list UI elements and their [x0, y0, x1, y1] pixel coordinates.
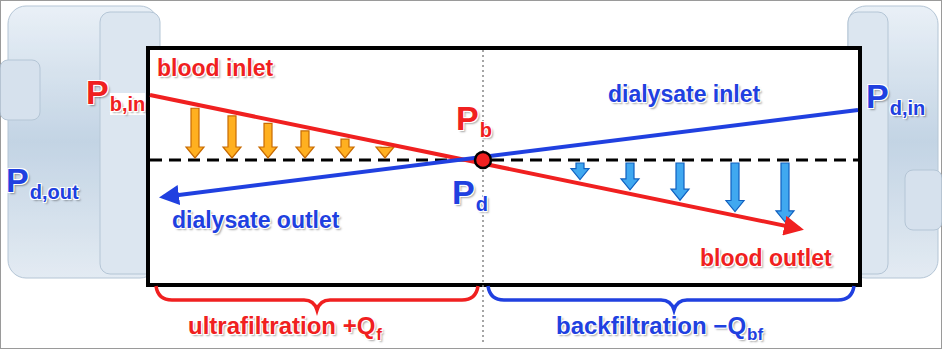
flow-arrow: [186, 108, 204, 158]
flow-arrow: [336, 139, 354, 158]
flow-arrow: [223, 116, 241, 158]
pressure-symbol: P: [456, 100, 479, 137]
pressure-subscript: d,in: [890, 97, 926, 119]
ultrafiltration-brace: [156, 286, 478, 310]
pressure-subscript: b: [480, 119, 492, 141]
pressure-subscript: d: [476, 193, 488, 215]
pressure-subscript: d,out: [30, 181, 79, 203]
membrane-line: [150, 159, 858, 162]
backfiltration-brace: [488, 286, 854, 310]
crossover-point: [475, 152, 491, 168]
flow-arrow: [296, 131, 314, 158]
right-end-cap: [848, 6, 942, 278]
flow-arrow: [259, 123, 277, 158]
flow-subscript: f: [376, 326, 382, 345]
pressure-symbol: P: [452, 174, 475, 211]
flow-subscript: bf: [747, 326, 763, 345]
flow-arrow: [671, 163, 689, 200]
flow-label: blood inlet: [157, 56, 273, 81]
flow-label: dialysate inlet: [608, 82, 760, 107]
pressure-symbol: P: [6, 162, 29, 199]
dialysate-pressure-line: [163, 110, 858, 197]
flow-arrow: [621, 163, 639, 190]
flow-label: dialysate outlet: [172, 208, 339, 233]
flow-arrow: [376, 147, 394, 158]
pressure-symbol: P: [86, 74, 109, 111]
flow-region-label: ultrafiltration +Q: [188, 313, 375, 339]
flow-arrow: [571, 163, 589, 180]
pressure-symbol: P: [866, 78, 889, 115]
pressure-subscript: b,in: [110, 93, 146, 115]
flow-arrow: [776, 163, 794, 222]
dialyzer-box: [148, 48, 860, 285]
flow-arrow: [726, 163, 744, 212]
flow-region-label: backfiltration −Q: [556, 313, 746, 339]
flow-label: blood outlet: [700, 246, 832, 271]
flow-arrows: [186, 108, 794, 222]
left-end-cap: [0, 6, 160, 278]
